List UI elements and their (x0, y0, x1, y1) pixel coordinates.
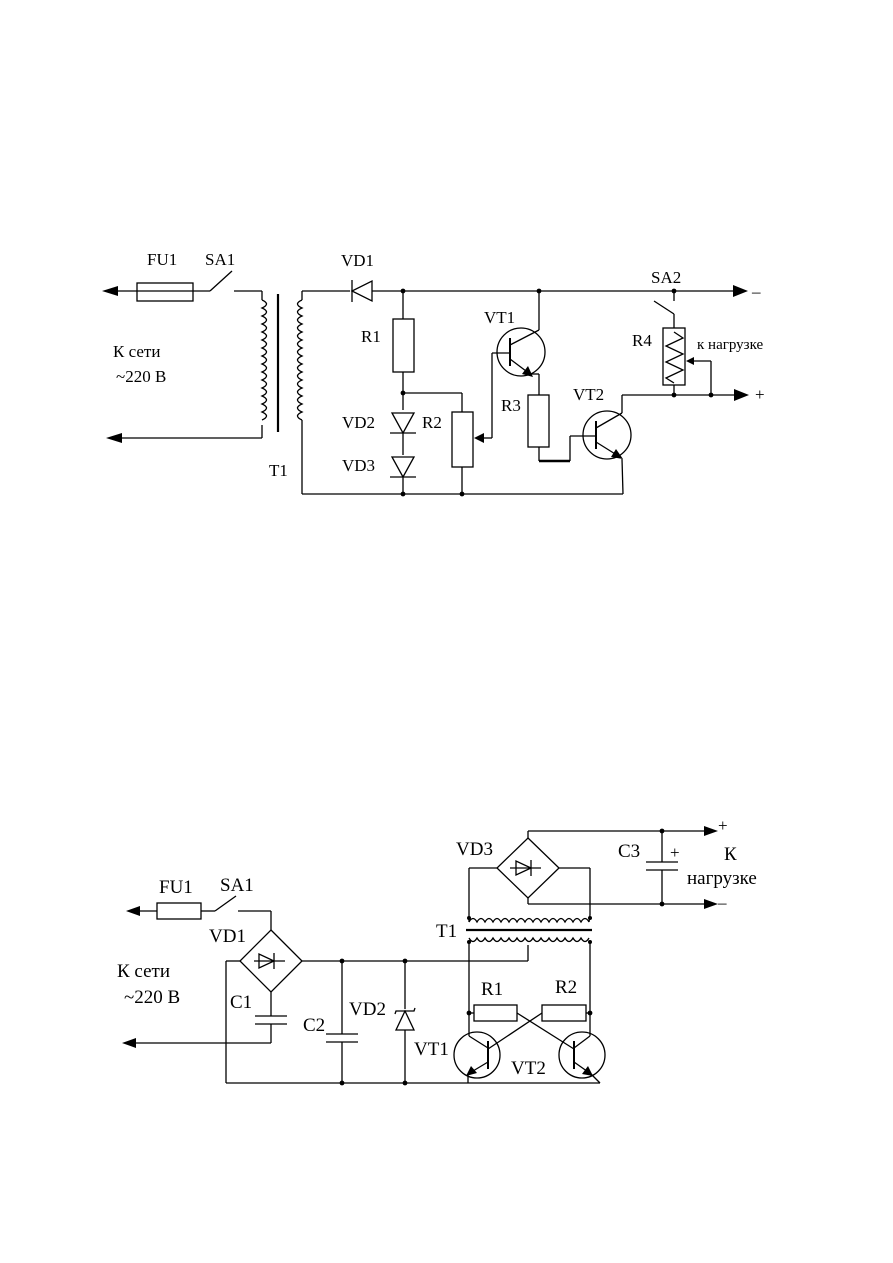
label-vd2-b: VD2 (349, 999, 386, 1020)
diode-vd1 (350, 279, 373, 303)
label-fu1-b: FU1 (159, 877, 193, 898)
label-load-line1: К (724, 844, 737, 865)
switch-sa1 (209, 270, 233, 292)
diode-bridge-vd3 (496, 837, 560, 899)
label-t1-b: T1 (436, 921, 457, 942)
label-to-load: к нагрузке (697, 337, 764, 353)
label-c3-plus: + (670, 843, 680, 862)
label-r2-b: R2 (555, 977, 577, 998)
zener-vd2 (390, 412, 416, 435)
potentiometer-r2 (451, 411, 474, 468)
zener-vd2-b (394, 1007, 416, 1031)
resistor-r1-b (473, 1004, 518, 1022)
fuse-fu1 (136, 282, 194, 302)
transistor-vt2-b (558, 1031, 606, 1079)
circuit-diagram-1: FU1 SA1 VD1 SA2 – R1 VT1 R4 к нагрузке К… (102, 250, 765, 497)
label-load-line2: нагрузке (687, 868, 757, 889)
label-minus: – (751, 282, 761, 301)
label-r1-b: R1 (481, 979, 503, 1000)
label-vd3-b: VD3 (456, 839, 493, 860)
capacitor-c1 (255, 1015, 287, 1025)
label-r3: R3 (501, 396, 521, 415)
thermistor-r4 (662, 327, 686, 386)
transformer-t1 (260, 291, 304, 494)
label-fu1: FU1 (147, 250, 177, 269)
label-c3: C3 (618, 841, 640, 862)
label-sa1-b: SA1 (220, 875, 254, 896)
label-mains-line1-b: К сети (117, 961, 170, 982)
label-mains-line2: ~220 В (116, 367, 166, 386)
resistor-r1 (392, 318, 415, 373)
capacitor-c3 (646, 831, 678, 904)
transformer-t2 (466, 914, 592, 943)
label-r4: R4 (632, 331, 652, 350)
label-vt2-b: VT2 (511, 1058, 546, 1079)
capacitor-c2 (326, 1033, 358, 1043)
resistor-r3 (527, 394, 550, 448)
diode-bridge-vd1 (239, 929, 303, 993)
transistor-vt2 (582, 410, 632, 460)
circuit-diagram-2: + VD3 C3 + К нагрузке – FU1 SA1 VD1 T1 К… (117, 816, 757, 1086)
label-vd3: VD3 (342, 456, 375, 475)
switch-sa1-b (214, 895, 237, 912)
label-c2: C2 (303, 1015, 325, 1036)
label-vd2: VD2 (342, 413, 375, 432)
label-r2: R2 (422, 413, 442, 432)
transistor-vt1-b (453, 1031, 501, 1079)
label-vd1-b: VD1 (209, 926, 246, 947)
label-plus-b: + (718, 816, 728, 835)
label-sa1: SA1 (205, 250, 235, 269)
fuse-fu1-b (156, 902, 202, 920)
label-r1: R1 (361, 327, 381, 346)
label-vt2: VT2 (573, 385, 604, 404)
resistor-r2-b (541, 1004, 587, 1022)
label-plus: + (755, 385, 765, 404)
label-c1: C1 (230, 992, 252, 1013)
mains-input-wires (102, 286, 263, 443)
label-minus-b: – (717, 893, 727, 912)
label-vd1: VD1 (341, 251, 374, 270)
label-mains-line1: К сети (113, 342, 160, 361)
zener-vd3 (390, 456, 416, 479)
label-vt1: VT1 (484, 308, 515, 327)
label-t1: T1 (269, 461, 288, 480)
label-vt1-b: VT1 (414, 1039, 449, 1060)
label-sa2: SA2 (651, 268, 681, 287)
label-mains-line2-b: ~220 В (124, 987, 180, 1008)
